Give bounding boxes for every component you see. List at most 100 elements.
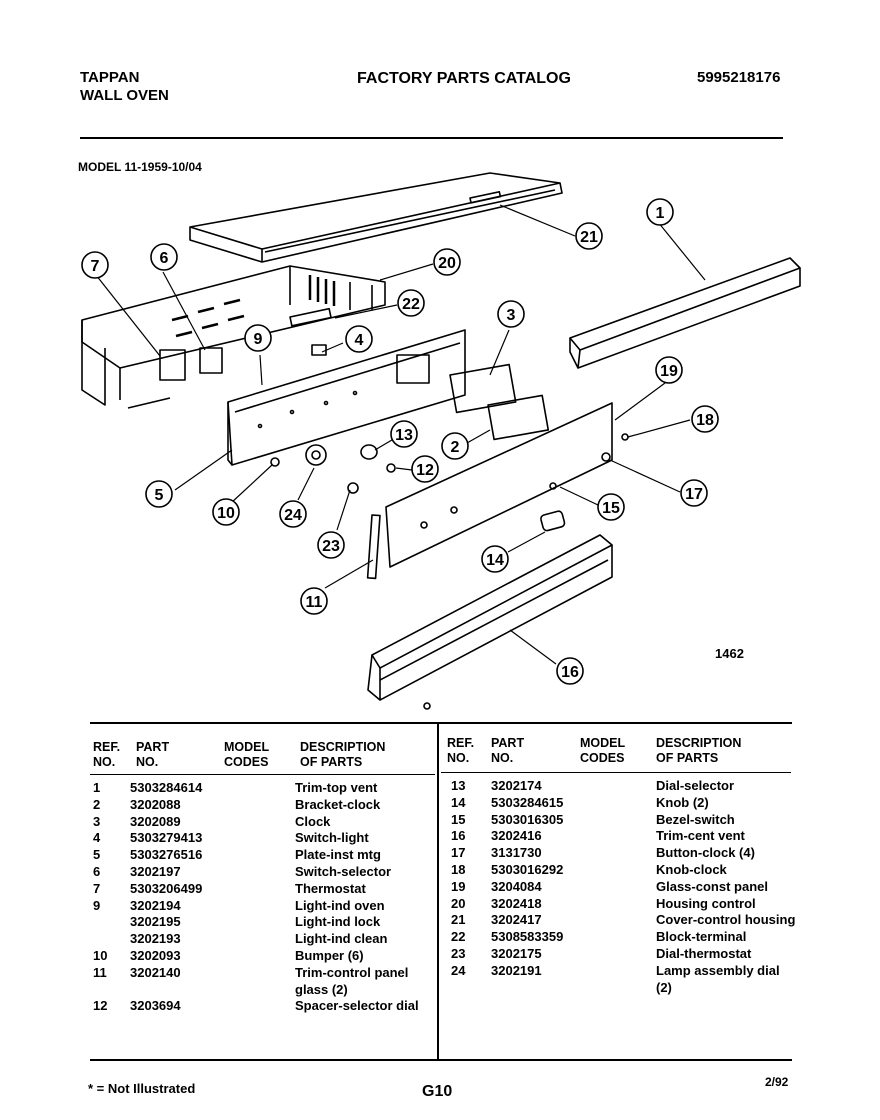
part-no-cell: 3202174 [491,778,542,793]
part-trim-control-glass [366,514,381,580]
description-cell: Glass-const panel [656,878,768,894]
catalog-title: FACTORY PARTS CATALOG [357,70,571,87]
part-no-cell: 3202193 [130,931,181,947]
catalog-number: 5995218176 [697,69,781,86]
part-no-cell: 3204084 [491,878,542,894]
description-cell: glass (2) [295,981,348,997]
model-codes-cell [579,946,656,963]
model-codes-cell [218,864,295,881]
ref-no-cell: 20 [451,895,466,911]
callout-1: 1 [646,198,674,226]
page-number: G10 [422,1083,453,1100]
part-no-cell: 3202417 [491,912,542,928]
model-codes-cell [218,881,295,898]
part-knob-clock [621,433,629,441]
part-trim-cent-vent [367,534,613,701]
part-no-cell: 3202088 [130,796,181,812]
ref-no-cell: 2 [93,796,101,812]
model-codes-cell [579,828,656,845]
model-codes-cell [218,780,295,797]
svg-text:20: 20 [438,255,456,272]
product-type: WALL OVEN [80,87,169,104]
svg-text:7: 7 [91,258,100,275]
callout-5: 5 [145,480,173,508]
ref-no-cell: 21 [451,912,466,928]
left-header-rule [90,774,435,775]
part-no-cell: 5303279413 [130,830,203,846]
description-cell: Cover-control housing [656,912,796,928]
figure-number: 1462 [715,646,744,661]
description-cell: (2) [656,979,672,995]
ref-no-cell: 7 [93,880,101,896]
ref-no-cell: 10 [93,947,108,963]
ref-no-cell: 5 [93,847,101,863]
callout-13: 13 [390,420,418,448]
svg-text:9: 9 [254,331,263,348]
part-no-cell: 3202195 [130,914,181,930]
svg-text:21: 21 [580,229,598,246]
svg-text:22: 22 [402,296,420,313]
part-no-cell: 5303284615 [491,794,564,810]
model-codes-cell [579,929,656,946]
part-no-cell: 3202418 [491,895,542,911]
svg-text:12: 12 [416,462,434,479]
callout-20: 20 [433,248,461,276]
model-codes-cell [218,847,295,864]
svg-text:4: 4 [355,332,364,349]
svg-text:23: 23 [322,538,340,555]
part-no-cell [491,980,579,997]
revision-date: 2/92 [765,1075,789,1089]
callout-12: 12 [411,455,439,483]
ref-no-cell: 17 [451,845,466,861]
svg-text:14: 14 [486,552,504,569]
callout-6: 6 [150,243,178,271]
ref-no-cell [93,931,130,948]
part-clock [449,363,550,441]
ref-no-cell: 23 [451,945,466,961]
callout-19: 19 [655,356,683,384]
part-no-cell: 5308583359 [491,929,564,945]
ref-no-cell: 14 [451,794,466,810]
model-codes-cell [218,830,295,847]
right-header-rule [441,772,791,773]
part-no-cell: 5303284614 [130,780,203,795]
svg-text:3: 3 [507,307,516,324]
footnote: * = Not Illustrated [88,1081,196,1096]
callout-16: 16 [556,657,584,685]
model-codes-cell [218,898,295,915]
callout-2: 2 [441,432,469,460]
model-codes-cell [579,862,656,879]
description-cell: Thermostat [295,880,366,896]
exploded-parts-diagram: 1 2 3 4 5 6 7 9 10 11 12 13 14 15 16 17 … [81,172,801,710]
part-no-cell: 5303016292 [491,861,564,877]
svg-text:2: 2 [451,439,460,456]
model-codes-cell [218,948,295,965]
part-no-cell: 3202191 [491,962,542,978]
model-codes-cell [218,814,295,831]
model-codes-cell [218,965,295,982]
description-cell: Spacer-selector dial [295,998,419,1014]
description-cell: Knob-clock [656,861,727,877]
callout-7: 7 [81,251,109,279]
model-number: MODEL 11-1959-10/04 [78,160,202,174]
part-housing-control [81,265,386,406]
description-cell: Clock [295,813,331,829]
model-codes-cell [579,980,656,997]
model-codes-cell [579,963,656,980]
part-no-cell: 3131730 [491,845,542,861]
screw [423,702,431,710]
model-codes-cell [579,795,656,812]
part-no-cell: 3203694 [130,998,181,1014]
svg-text:11: 11 [306,594,323,611]
